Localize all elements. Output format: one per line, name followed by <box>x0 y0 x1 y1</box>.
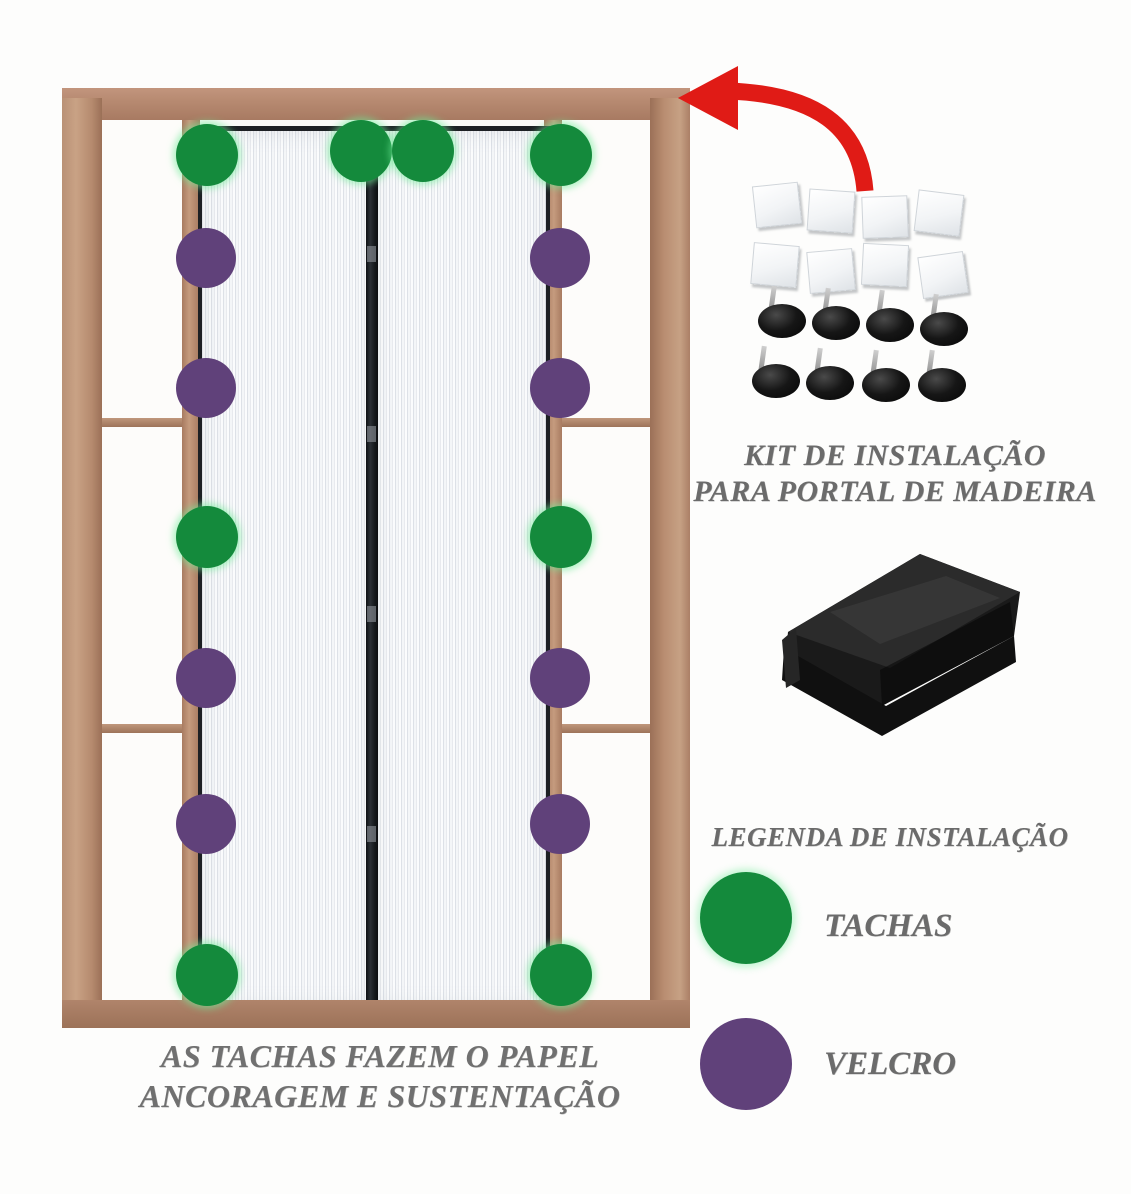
marker-velcro <box>530 358 590 418</box>
folded-mesh-product-image <box>782 554 1020 736</box>
seam-magnet-tab <box>367 826 376 842</box>
legend-label-tachas: TACHAS <box>824 908 953 944</box>
legend-swatch-velcro <box>700 1018 792 1110</box>
red-arrow-icon <box>678 66 874 192</box>
door-frame-right <box>650 98 690 1028</box>
marker-velcro <box>530 794 590 854</box>
kit-title: KIT DE INSTALAÇÃO PARA PORTAL DE MADEIRA <box>680 438 1110 510</box>
tack <box>812 306 860 340</box>
velcro-square <box>861 195 909 239</box>
kit-title-line2: PARA PORTAL DE MADEIRA <box>693 475 1097 508</box>
seam-magnet-tab <box>367 606 376 622</box>
velcro-square <box>806 248 856 294</box>
door-frame-left <box>62 98 102 1028</box>
seam-magnet-tab <box>367 246 376 262</box>
marker-velcro <box>176 228 236 288</box>
marker-velcro <box>176 794 236 854</box>
tack <box>918 368 966 402</box>
door-illustration <box>62 88 690 1028</box>
tack <box>866 308 914 342</box>
tack <box>806 366 854 400</box>
mullion-left-upper <box>100 418 188 427</box>
door-frame-bottom <box>62 1000 690 1028</box>
marker-velcro <box>530 648 590 708</box>
velcro-square <box>751 181 803 229</box>
mullion-left-lower <box>100 724 188 733</box>
tack <box>862 368 910 402</box>
tack <box>752 364 800 398</box>
velcro-square <box>806 188 856 234</box>
velcro-square <box>913 189 965 237</box>
marker-tacha <box>530 124 592 186</box>
seam-magnet-tab <box>367 426 376 442</box>
kit-title-line1: KIT DE INSTALAÇÃO <box>744 439 1046 472</box>
velcro-square <box>860 242 910 288</box>
marker-tacha <box>330 120 392 182</box>
bottom-note-line2: ANCORAGEM E SUSTENTAÇÃO <box>139 1078 621 1114</box>
marker-tacha <box>530 944 592 1006</box>
velcro-square <box>917 251 969 299</box>
mullion-right-lower <box>562 724 652 733</box>
door-sidelight-left <box>100 118 188 1002</box>
door-frame-top <box>62 88 690 120</box>
magnetic-mesh-curtain <box>198 126 550 1013</box>
marker-tacha <box>530 506 592 568</box>
bottom-note-line1: AS TACHAS FAZEM O PAPEL <box>160 1038 600 1074</box>
marker-tacha <box>176 124 238 186</box>
legend-swatch-tachas <box>700 872 792 964</box>
mesh-center-seam <box>366 126 378 1002</box>
legend-title: LEGENDA DE INSTALAÇÃO <box>711 822 1069 852</box>
tack <box>920 312 968 346</box>
tack <box>758 304 806 338</box>
marker-tacha <box>176 506 238 568</box>
installation-kit-parts <box>750 178 1032 428</box>
mesh-panel-right <box>374 126 550 1013</box>
bottom-note: AS TACHAS FAZEM O PAPEL ANCORAGEM E SUST… <box>70 1036 690 1116</box>
marker-tacha <box>176 944 238 1006</box>
marker-velcro <box>176 648 236 708</box>
mullion-right-upper <box>562 418 652 427</box>
velcro-square <box>750 242 800 288</box>
marker-tacha <box>392 120 454 182</box>
marker-velcro <box>530 228 590 288</box>
marker-velcro <box>176 358 236 418</box>
legend-label-velcro: VELCRO <box>824 1046 957 1082</box>
